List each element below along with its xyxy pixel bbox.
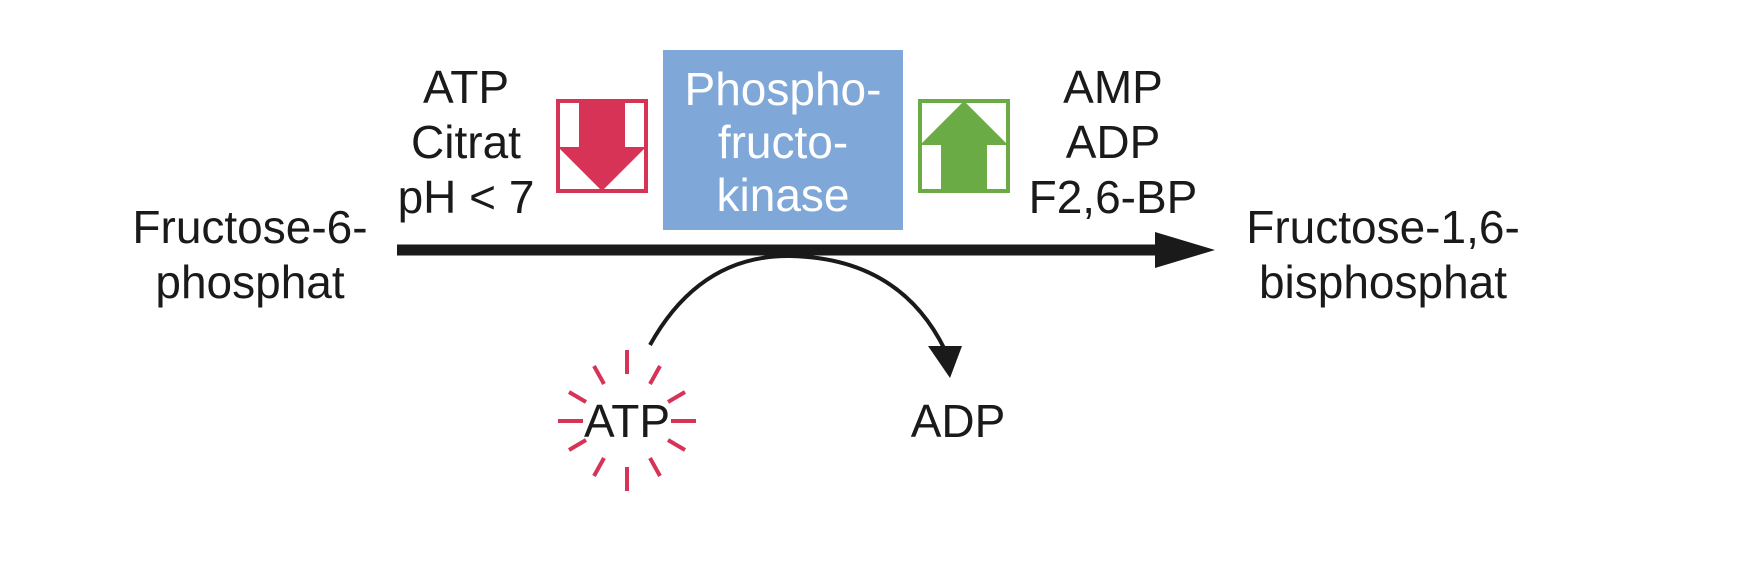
activator-adp: ADP xyxy=(1066,116,1161,168)
product-line-2: bisphosphat xyxy=(1259,256,1507,308)
up-arrow-icon xyxy=(918,99,1010,193)
enzyme-line-1: Phospho- xyxy=(685,63,882,115)
side-reaction-arrowhead xyxy=(928,346,962,378)
substrate-line-2: phosphat xyxy=(155,256,344,308)
inhibitor-ph: pH < 7 xyxy=(398,171,535,223)
enzyme-line-3: kinase xyxy=(717,169,850,221)
down-arrow-icon xyxy=(556,99,648,193)
side-reaction-curve xyxy=(648,253,947,351)
enzyme-line-2: fructo- xyxy=(718,116,848,168)
starburst-icon xyxy=(558,350,696,491)
substrate-line-1: Fructose-6- xyxy=(132,201,367,253)
reaction-arrow-head xyxy=(1155,232,1215,268)
cosubstrate-atp: ATP xyxy=(584,395,670,447)
activator-f26bp: F2,6-BP xyxy=(1029,171,1198,223)
inhibitor-atp: ATP xyxy=(423,61,509,113)
product-line-1: Fructose-1,6- xyxy=(1246,201,1520,253)
coproduct-adp: ADP xyxy=(911,395,1006,447)
activator-amp: AMP xyxy=(1063,61,1163,113)
enzyme-box xyxy=(663,50,903,230)
inhibitor-citrat: Citrat xyxy=(411,116,521,168)
